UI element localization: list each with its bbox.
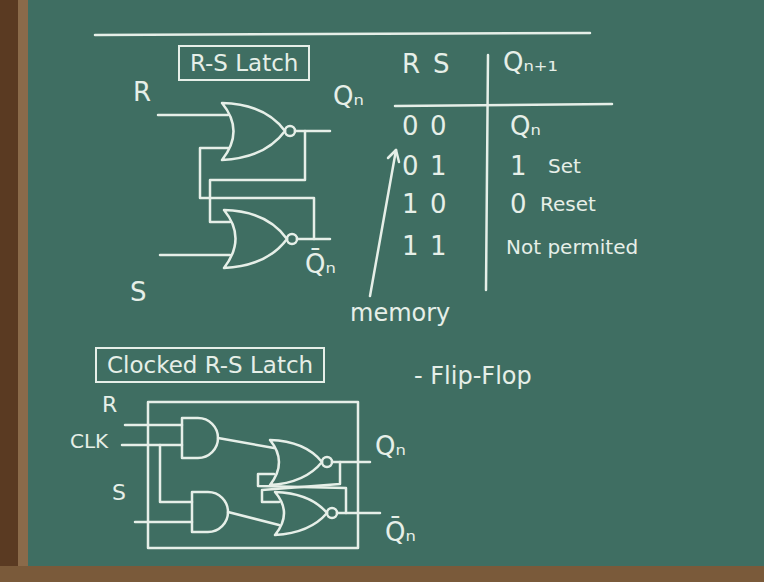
chalk-label: - Flip-Flop — [414, 363, 532, 391]
chalk-label: 0 — [510, 190, 527, 220]
chalk-label: 1 — [510, 152, 527, 182]
chalk-label: S — [433, 50, 450, 80]
title-box: R-S Latch — [178, 45, 310, 81]
chalk-label: memory — [350, 300, 450, 328]
chalk-label: Qₙ — [375, 432, 406, 462]
chalk-label: S — [112, 480, 126, 505]
chalk-label: Qₙ — [333, 82, 364, 112]
title-text: Clocked R-S Latch — [107, 352, 313, 378]
chalk-label: S — [130, 278, 147, 308]
chalk-label: 1 — [430, 232, 447, 262]
chalk-label: 1 — [402, 232, 419, 262]
chalk-label: R — [402, 50, 420, 80]
title-box: Clocked R-S Latch — [95, 347, 325, 383]
title-text: R-S Latch — [190, 50, 298, 76]
chalk-label: Set — [548, 155, 581, 178]
chalk-label: Q̄ₙ — [385, 518, 416, 548]
chalk-label: 0 — [430, 190, 447, 220]
chalk-label: 1 — [430, 152, 447, 182]
chalk-label: R — [133, 78, 151, 108]
chalk-label: Q̄ₙ — [305, 250, 336, 280]
chalk-label: 1 — [402, 190, 419, 220]
chalk-label: 0 — [430, 112, 447, 142]
chalk-label: 0 — [402, 112, 419, 142]
chalk-label: Not permited — [506, 236, 638, 259]
chalk-label: Reset — [540, 193, 596, 216]
chalk-label: CLK — [70, 430, 108, 453]
chalk-label: R — [102, 392, 117, 417]
chalk-label: 0 — [402, 152, 419, 182]
chalk-label: Qₙ — [510, 112, 541, 142]
chalk-label: Qₙ₊₁ — [503, 48, 558, 78]
